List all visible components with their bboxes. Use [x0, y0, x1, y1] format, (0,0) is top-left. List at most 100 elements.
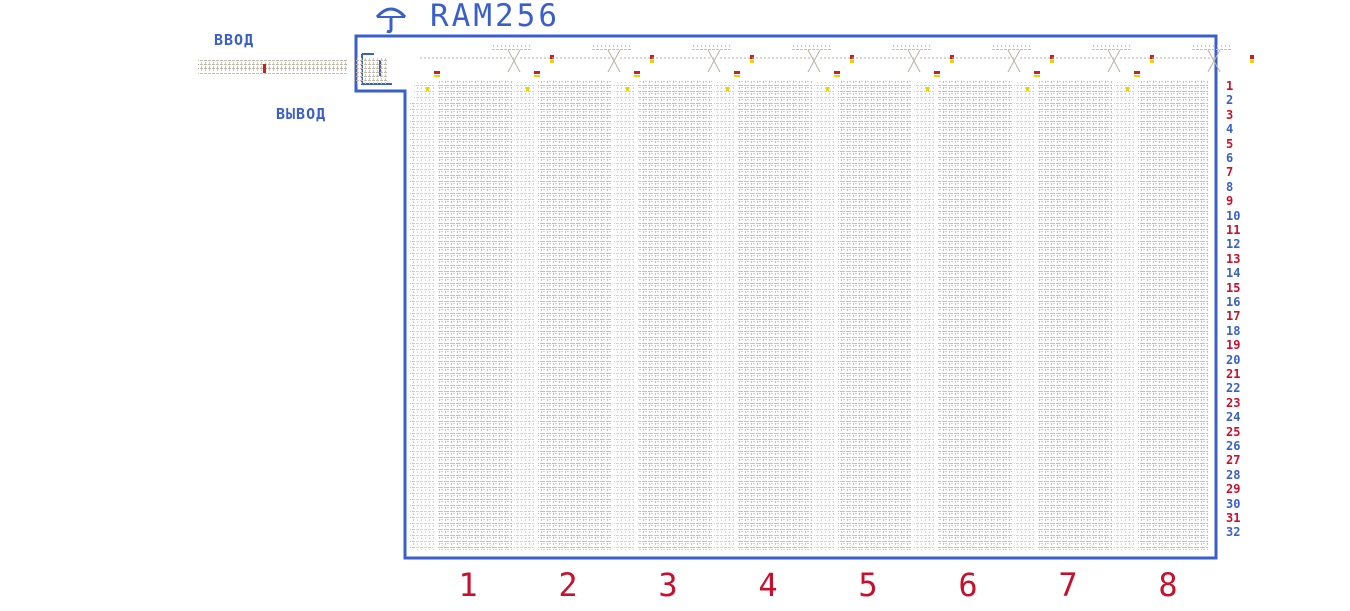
input-bus: [198, 60, 348, 69]
row-label: 13: [1226, 253, 1240, 265]
bank-signal-yellow: [650, 60, 654, 63]
bank-signal-red: [1250, 55, 1254, 59]
bank-signal-red: [1034, 71, 1040, 74]
module-title: RAM256: [430, 0, 560, 34]
bank-signal-yellow: [750, 60, 754, 63]
input-bus-marker: [263, 64, 266, 73]
row-label: 28: [1226, 469, 1240, 481]
column-label: 4: [748, 566, 788, 604]
row-label: 24: [1226, 411, 1240, 423]
bank-signal-yellow: [934, 75, 940, 77]
bank-cell-grid: [738, 80, 812, 550]
bank-signal-red: [934, 71, 940, 74]
row-label: 31: [1226, 512, 1240, 524]
bank-control-strip: [792, 44, 832, 51]
bank-signal-red: [834, 71, 840, 74]
row-bus: [410, 102, 414, 548]
bank-signal-yellow: [550, 60, 554, 63]
bank-signal-yellow: [534, 75, 540, 77]
row-label: 14: [1226, 267, 1240, 279]
row-label: 2: [1226, 94, 1233, 106]
row-label: 1: [1226, 80, 1233, 92]
row-label: 18: [1226, 325, 1240, 337]
bank-select-column: [1014, 82, 1034, 550]
bank-select-column: [914, 82, 934, 550]
row-label: 12: [1226, 238, 1240, 250]
row-label: 9: [1226, 195, 1233, 207]
bank-select-column: [714, 82, 734, 550]
bank-select-column: [414, 82, 434, 550]
row-label: 5: [1226, 138, 1233, 150]
bank-signal-yellow: [1134, 75, 1140, 77]
bank-cell-grid: [938, 80, 1012, 550]
bank-cell-grid: [1138, 80, 1208, 550]
row-label: 19: [1226, 339, 1240, 351]
row-label: 10: [1226, 210, 1240, 222]
output-bus: [354, 58, 388, 84]
column-label: 1: [448, 566, 488, 604]
column-label: 2: [548, 566, 588, 604]
row-label: 11: [1226, 224, 1240, 236]
row-label: 29: [1226, 483, 1240, 495]
row-label: 4: [1226, 123, 1233, 135]
bank-control-strip: [892, 44, 932, 51]
row-label: 27: [1226, 454, 1240, 466]
bank-control-strip: [592, 44, 632, 51]
memory-bank-layer: [410, 44, 1254, 550]
row-label: 16: [1226, 296, 1240, 308]
bank-cell-grid: [638, 80, 712, 550]
bank-signal-red: [1134, 71, 1140, 74]
bank-cell-grid: [1038, 80, 1112, 550]
bank-signal-yellow: [1250, 60, 1254, 63]
bank-signal-yellow: [850, 60, 854, 63]
bank-control-strip: [492, 44, 532, 51]
bank-signal-yellow: [1034, 75, 1040, 77]
bank-signal-yellow: [1050, 60, 1054, 63]
bank-cell-grid: [838, 80, 912, 550]
bank-signal-yellow: [834, 75, 840, 77]
bank-control-strip: [1092, 44, 1132, 51]
bank-control-strip: [692, 44, 732, 51]
column-label: 5: [848, 566, 888, 604]
row-label: 20: [1226, 354, 1240, 366]
bank-select-column: [614, 82, 634, 550]
row-label: 30: [1226, 498, 1240, 510]
row-label: 15: [1226, 282, 1240, 294]
bank-select-column: [814, 82, 834, 550]
bank-select-column: [514, 82, 534, 550]
bank-signal-red: [634, 71, 640, 74]
row-label: 7: [1226, 166, 1233, 178]
input-bus-ticks: [198, 69, 348, 75]
bank-signal-yellow: [434, 75, 440, 77]
bank-select-column: [1114, 82, 1134, 550]
bank-signal-red: [534, 71, 540, 74]
bank-cell-grid: [438, 80, 512, 550]
bank-control-strip: [992, 44, 1032, 51]
input-label: ВВОД: [214, 31, 254, 49]
umbrella-icon: [374, 4, 408, 34]
row-label: 6: [1226, 152, 1233, 164]
bank-signal-yellow: [634, 75, 640, 77]
bank-signal-yellow: [950, 60, 954, 63]
row-label: 32: [1226, 526, 1240, 538]
row-label: 3: [1226, 109, 1233, 121]
bank-cell-grid: [538, 80, 612, 550]
row-label: 8: [1226, 181, 1233, 193]
output-label: ВЫВОД: [276, 105, 326, 123]
column-label: 8: [1148, 566, 1188, 604]
bank-signal-red: [734, 71, 740, 74]
row-label: 17: [1226, 310, 1240, 322]
row-label: 21: [1226, 368, 1240, 380]
row-label: 22: [1226, 382, 1240, 394]
row-label: 23: [1226, 397, 1240, 409]
column-label: 7: [1048, 566, 1088, 604]
row-label: 26: [1226, 440, 1240, 452]
column-label: 3: [648, 566, 688, 604]
bank-signal-yellow: [1150, 60, 1154, 63]
bank-signal-red: [434, 71, 440, 74]
column-label: 6: [948, 566, 988, 604]
row-label: 25: [1226, 426, 1240, 438]
bank-control-strip: [1192, 44, 1232, 51]
